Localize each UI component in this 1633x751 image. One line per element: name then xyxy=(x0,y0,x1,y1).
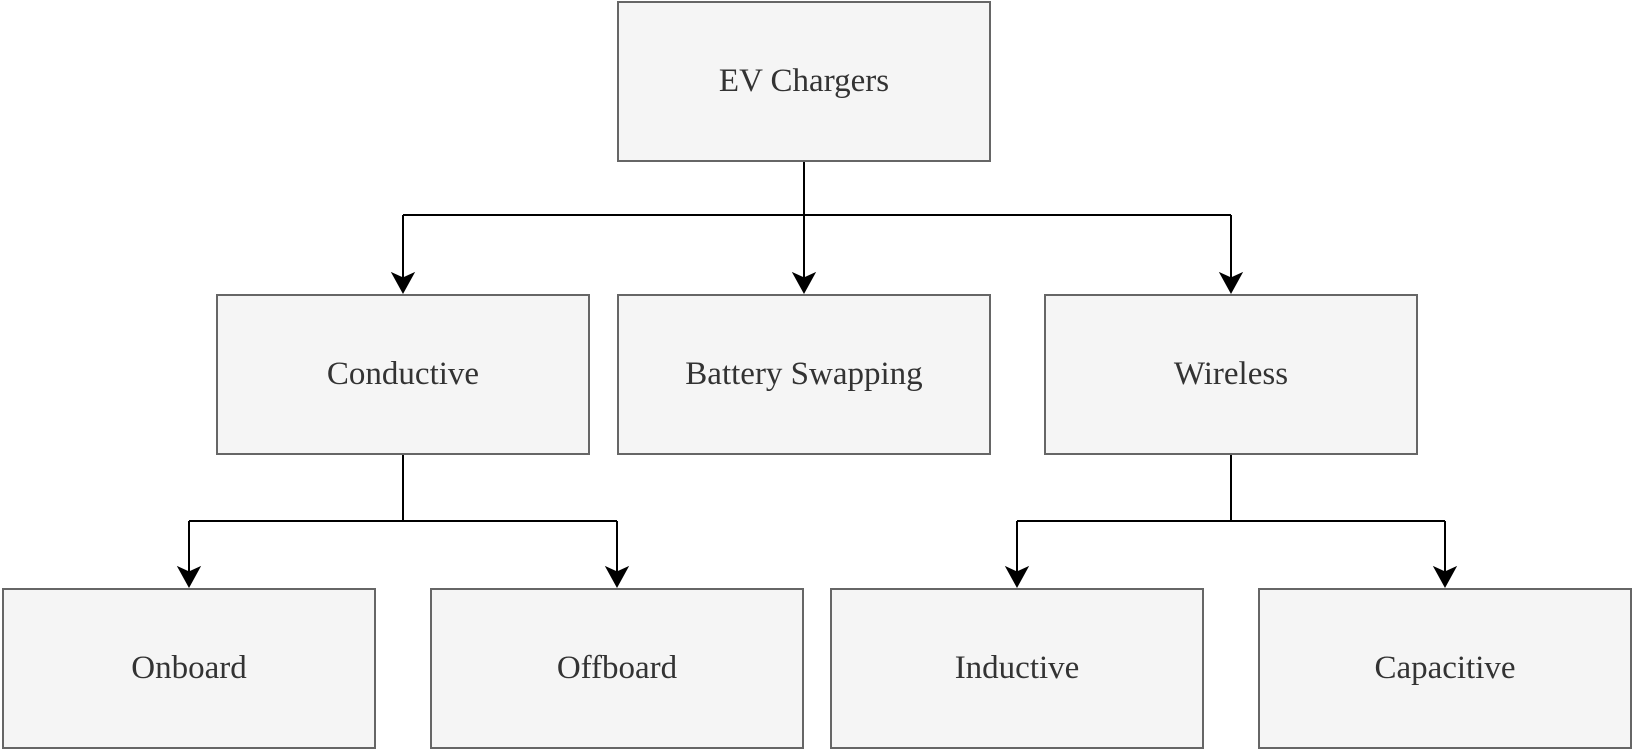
arrow-head-conductive xyxy=(390,271,416,295)
node-label: EV Chargers xyxy=(718,63,890,99)
node-label: Battery Swapping xyxy=(685,356,923,392)
node-offboard: Offboard xyxy=(430,588,804,749)
arrow-head-capacitive xyxy=(1432,565,1458,589)
node-onboard: Onboard xyxy=(2,588,376,749)
node-ev-chargers: EV Chargers xyxy=(617,1,991,162)
node-label: Wireless xyxy=(1173,356,1289,392)
node-capacitive: Capacitive xyxy=(1258,588,1632,749)
arrow-head-battery-swapping xyxy=(791,271,817,295)
arrow-head-wireless xyxy=(1218,271,1244,295)
arrow-head-offboard xyxy=(604,565,630,589)
node-inductive: Inductive xyxy=(830,588,1204,749)
node-label: Offboard xyxy=(556,650,678,686)
node-label: Capacitive xyxy=(1374,650,1516,686)
node-label: Onboard xyxy=(131,650,247,686)
node-wireless: Wireless xyxy=(1044,294,1418,455)
node-label: Conductive xyxy=(326,356,480,392)
node-battery-swapping: Battery Swapping xyxy=(617,294,991,455)
arrow-head-onboard xyxy=(176,565,202,589)
arrow-head-inductive xyxy=(1004,565,1030,589)
node-conductive: Conductive xyxy=(216,294,590,455)
node-label: Inductive xyxy=(954,650,1080,686)
